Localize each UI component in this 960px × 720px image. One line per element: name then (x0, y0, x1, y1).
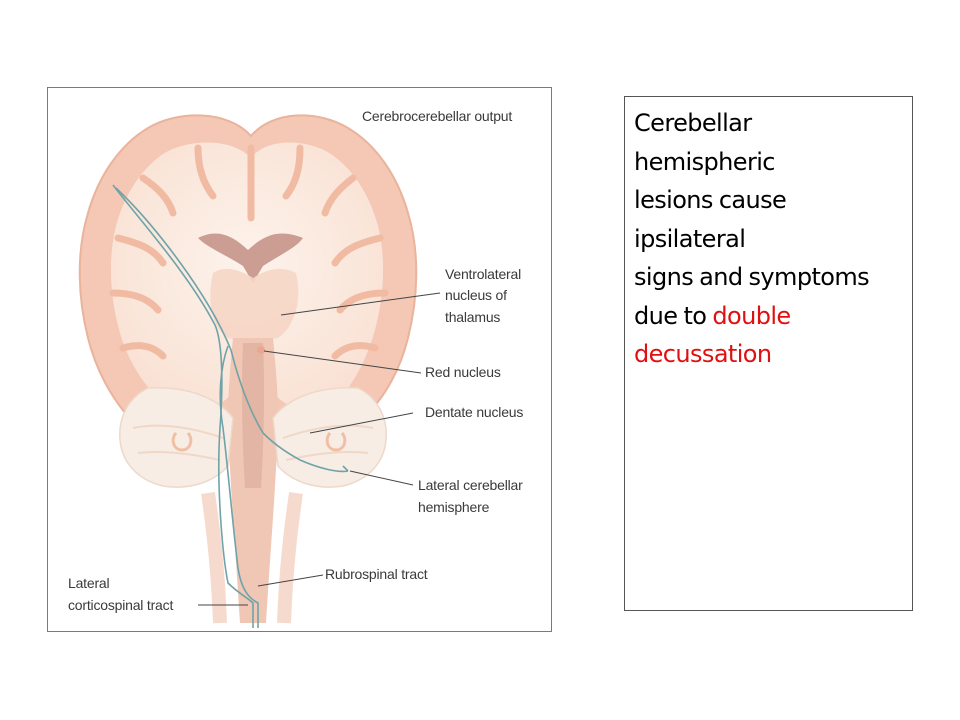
label-ventrolateral-2: nucleus of (445, 287, 507, 303)
label-red-nucleus: Red nucleus (425, 364, 501, 380)
statement-line-6-prefix: due to (634, 301, 713, 330)
label-cerebrocerebellar-output: Cerebrocerebellar output (362, 108, 513, 124)
label-lateral-cerebellar-2: hemisphere (418, 499, 490, 515)
highlight-double: double (712, 301, 791, 330)
label-ventrolateral-1: Ventrolateral (445, 266, 522, 282)
brain-diagram: Cerebrocerebellar output Ventrolateral n… (47, 87, 552, 632)
tract-lines (112, 184, 349, 628)
label-lateral-cerebellar-1: Lateral cerebellar (418, 477, 523, 493)
statement-line-6: due to double (634, 297, 906, 336)
statement-line-2: hemispheric (634, 147, 775, 176)
brain-illustration (78, 114, 441, 628)
highlight-decussation: decussation (634, 340, 772, 368)
label-ventrolateral-3: thalamus (445, 309, 501, 325)
red-nucleus-marker (257, 346, 265, 354)
statement-line-4: ipsilateral (634, 224, 746, 253)
label-rubrospinal-tract: Rubrospinal tract (325, 566, 428, 582)
label-dentate-nucleus: Dentate nucleus (425, 404, 524, 420)
statement-line-3: lesions cause (634, 186, 787, 214)
label-lateral-corticospinal-1: Lateral (68, 575, 110, 591)
statement-line-1: Cerebellar (634, 109, 752, 137)
statement-text: Cerebellar hemispheric lesions cause ips… (634, 104, 906, 374)
lateral-ventricle (198, 233, 303, 283)
cerebellum (119, 387, 387, 488)
statement-box: Cerebellar hemispheric lesions cause ips… (624, 96, 913, 611)
thalamus (210, 268, 299, 343)
statement-line-5: signs and symptoms (634, 263, 870, 291)
label-lateral-corticospinal-2: corticospinal tract (68, 597, 174, 613)
